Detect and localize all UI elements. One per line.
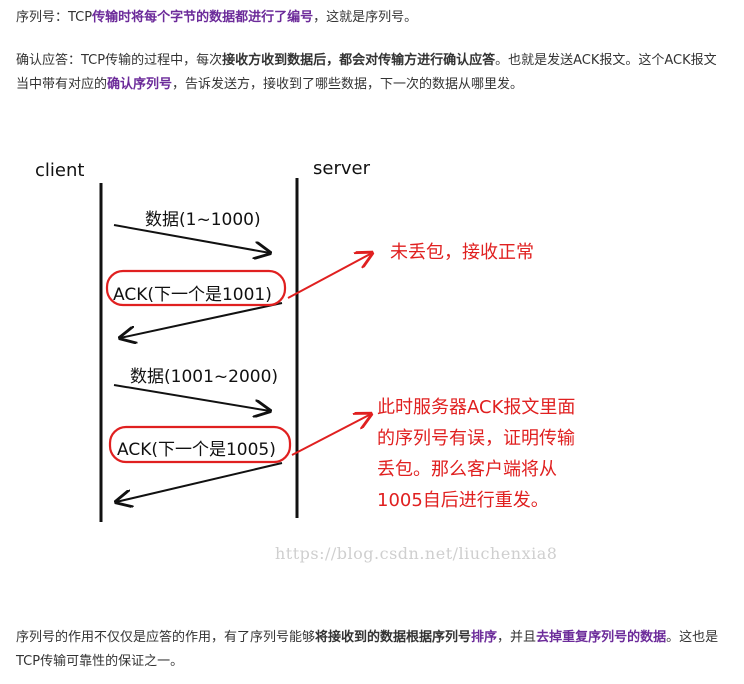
paragraph-ack: 确认应答：TCP传输的过程中，每次接收方收到数据后，都会对传输方进行确认应答。也…	[16, 49, 728, 97]
paragraph-sequence-number: 序列号：TCP传输时将每个字节的数据都进行了编号，这就是序列号。	[16, 6, 728, 30]
annotation-packet-loss: 此时服务器ACK报文里面的序列号有误，证明传输丢包。那么客户端将从1005自后进…	[377, 397, 576, 511]
arrow-data-1	[113, 224, 270, 253]
message-data-2-label: 数据(1001~2000)	[130, 367, 279, 387]
watermark: https://blog.csdn.net/liuchenxia8	[275, 544, 558, 563]
server-label: server	[313, 158, 370, 179]
annotation-arrow-1	[287, 253, 372, 299]
text: 。也就是发送ACK报文。这个ACK报文当中带有对应的	[16, 53, 717, 92]
ack-2-label: ACK(下一个是1005)	[117, 440, 276, 460]
ack-1-label: ACK(下一个是1001)	[113, 285, 272, 305]
ack1-highlight-oval	[105, 269, 287, 307]
text: 序列号：TCP	[16, 10, 93, 25]
bold-text: 接收方收到数据后，都会对传输方进行确认应答	[222, 53, 496, 68]
arrow-ack-1	[120, 302, 283, 338]
arrow-ack-2	[116, 462, 283, 502]
paragraph-sequence-purpose: 序列号的作用不仅仅是应答的作用，有了序列号能够将接收到的数据根据序列号排序，并且…	[16, 626, 728, 674]
arrow-data-2	[113, 384, 270, 411]
text: ，告诉发送方，接收到了哪些数据，下一次的数据从哪里发。	[172, 77, 524, 92]
highlight-text: 确认序列号	[107, 77, 173, 92]
text: 序列号的作用不仅仅是应答的作用，有了序列号能够	[16, 630, 316, 645]
bold-text: 将接收到的数据根据序列号	[315, 630, 472, 645]
text: ，这就是序列号。	[313, 10, 418, 25]
text: ，并且	[497, 630, 537, 645]
highlight-text: 去掉重复序列号的数据	[536, 630, 667, 645]
message-data-1-label: 数据(1~1000)	[145, 210, 261, 230]
ack2-highlight-oval	[108, 425, 292, 464]
highlight-text: 排序	[471, 630, 498, 645]
highlight-text: 传输时将每个字节的数据都进行了编号	[92, 10, 314, 25]
text: 确认应答：TCP传输的过程中，每次	[16, 53, 223, 68]
client-label: client	[35, 160, 85, 181]
text: 。这也是TCP传输可靠性的保证之一。	[16, 630, 719, 669]
annotation-arrow-2	[291, 414, 371, 456]
annotation-no-packet-loss: 未丢包，接收正常	[390, 242, 534, 263]
